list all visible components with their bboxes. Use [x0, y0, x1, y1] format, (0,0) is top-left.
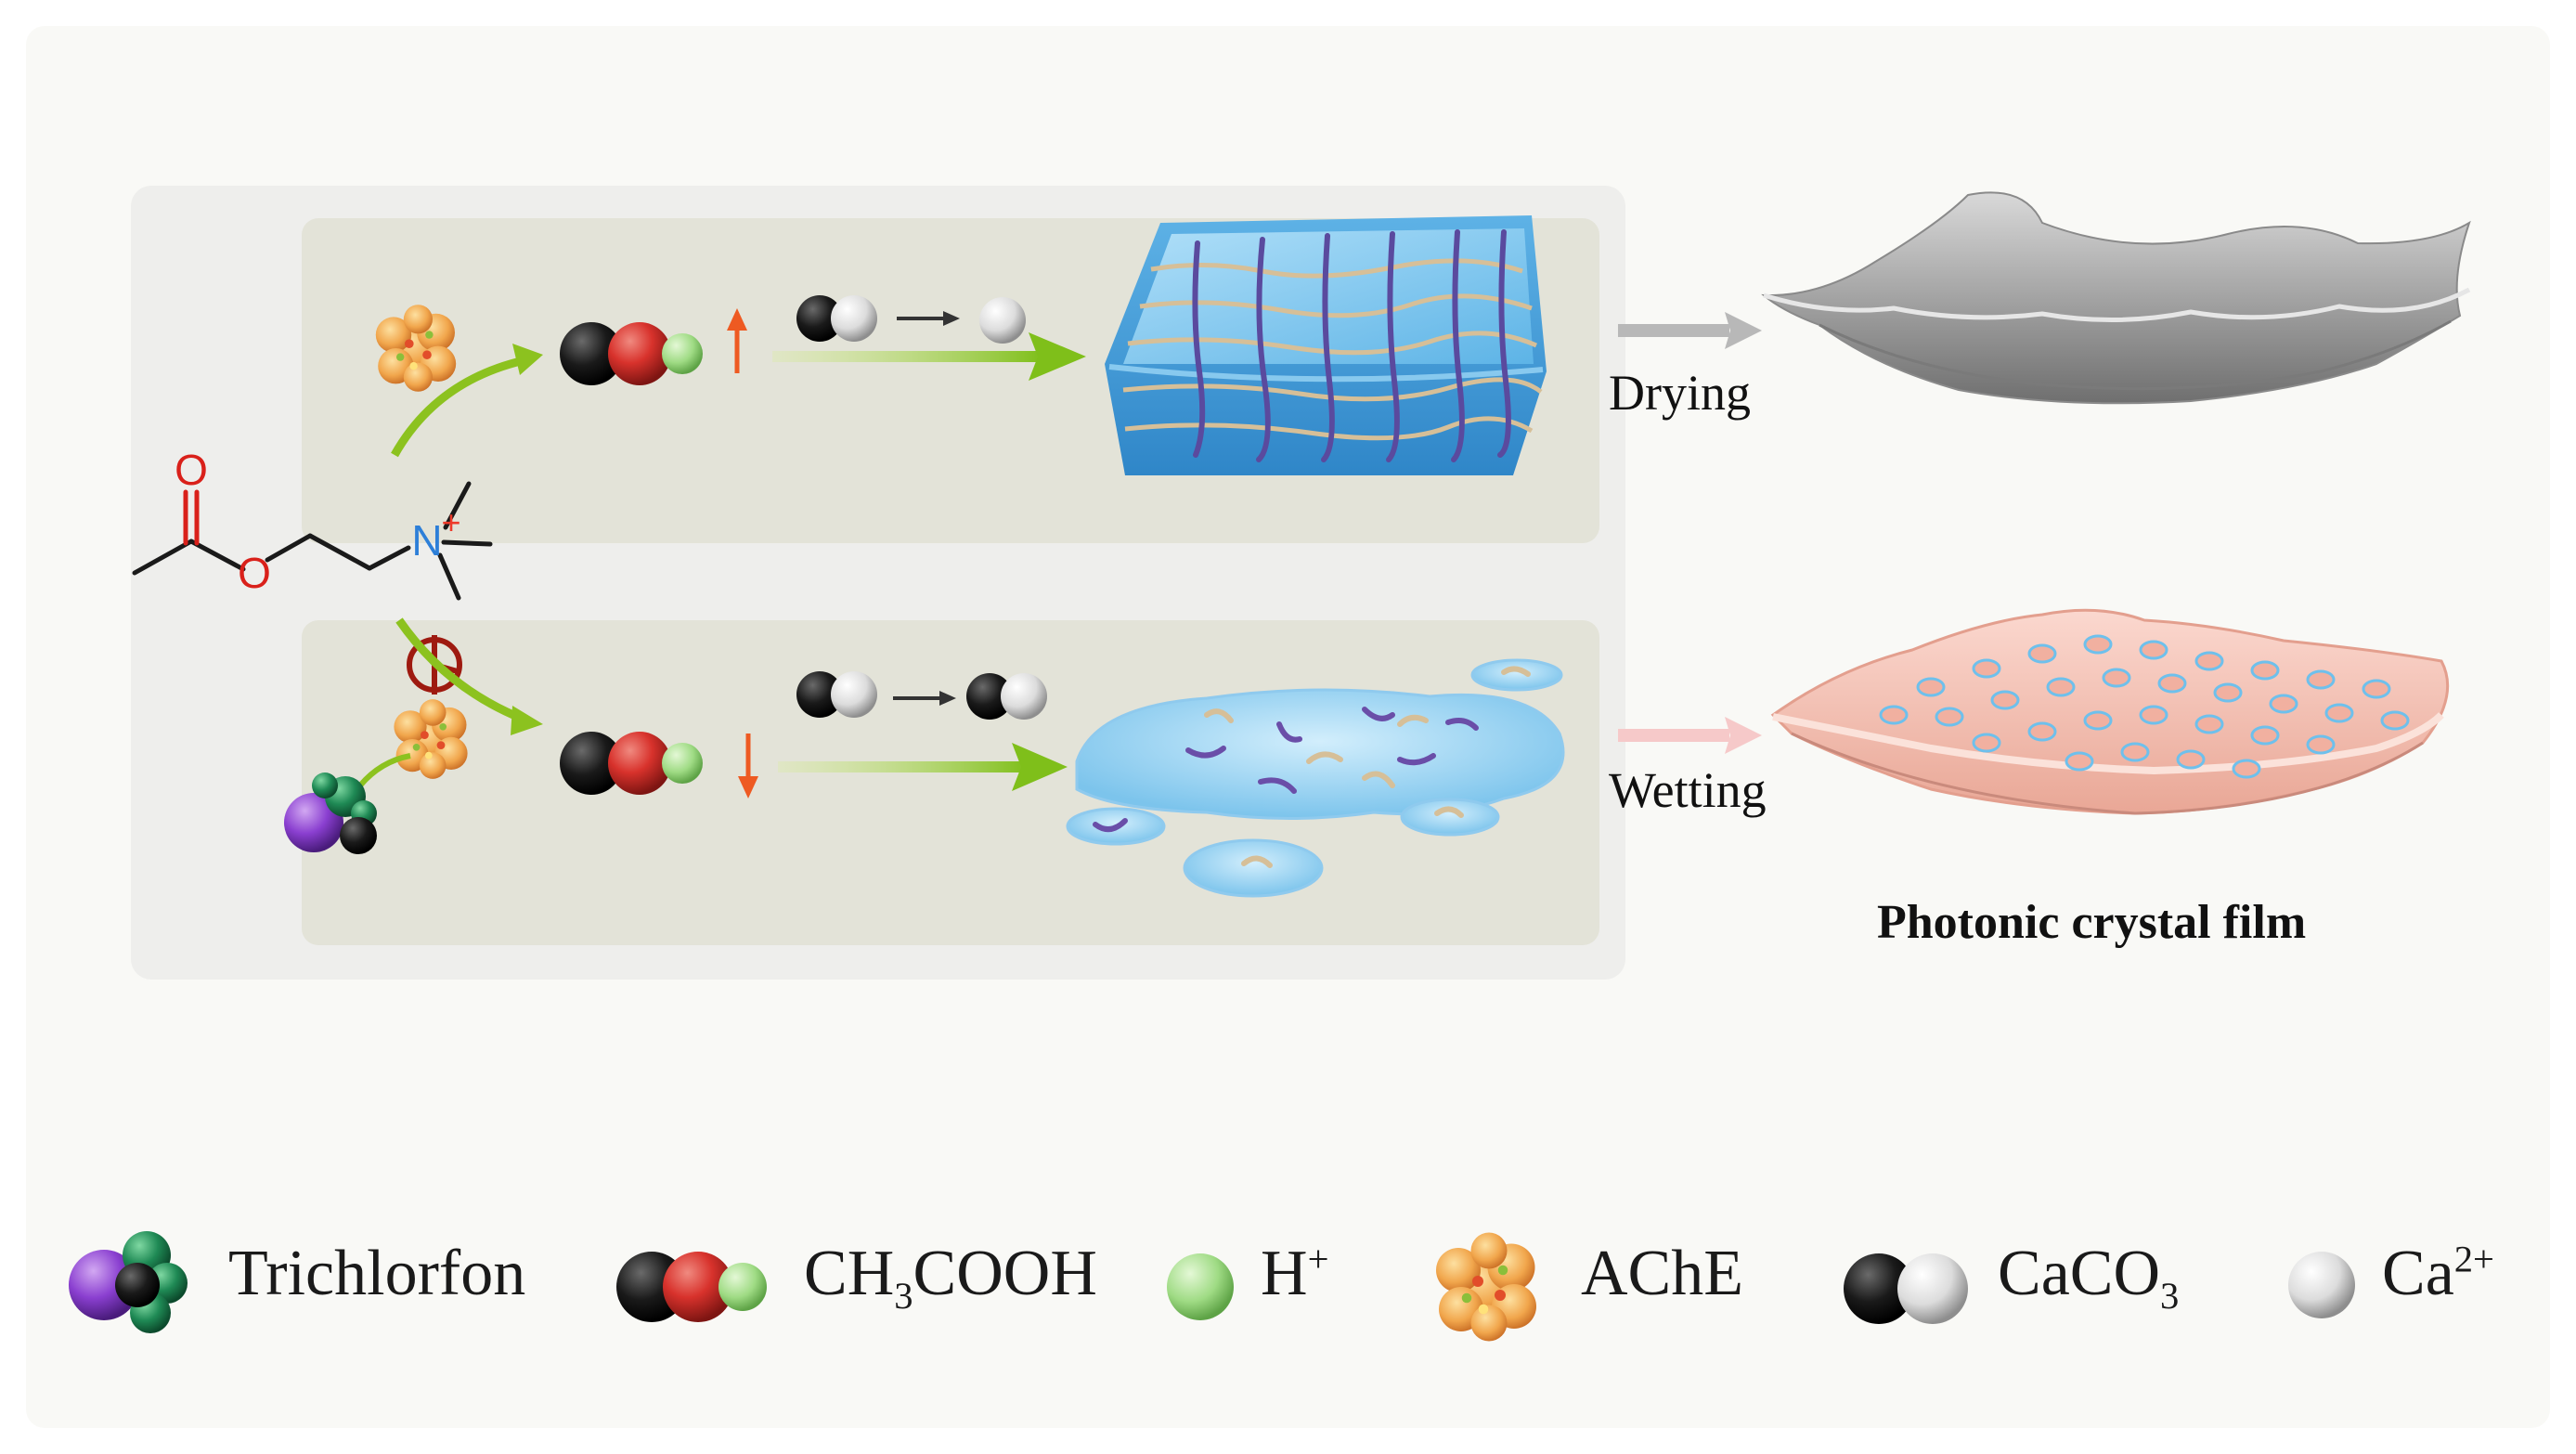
legend-proton-label: H+ [1261, 1238, 1329, 1309]
legend-ache-label: AChE [1581, 1238, 1743, 1309]
acetic-acid-molecule-bottom [560, 732, 703, 795]
ester-oxygen-atom: O [238, 549, 271, 597]
drying-arrow [1618, 312, 1762, 349]
green-arrow-bottom [778, 743, 1068, 791]
drying-label: Drying [1609, 365, 1751, 421]
photonic-crystal-film-caption: Photonic crystal film [1877, 896, 2307, 949]
legend-caco3-label: CaCO3 [1998, 1238, 2180, 1317]
carbonyl-oxygen-atom: O [175, 446, 208, 494]
acetic-acid-molecule-top [560, 322, 703, 385]
dried-grey-film [1761, 191, 2471, 405]
hydrolysis-curved-arrow-top [391, 356, 526, 458]
positive-charge: + [441, 503, 460, 541]
ache-enzyme-top [375, 305, 457, 392]
pink-photonic-film [1770, 608, 2450, 815]
nitrogen-atom: N [411, 516, 442, 565]
hydrolysis-arrowhead-top [512, 344, 543, 375]
ache-enzyme-bottom [394, 699, 468, 779]
hydrogel-block [1105, 215, 1547, 475]
legend-proton-icon [1167, 1253, 1234, 1320]
legend-trichlorfon-icon [69, 1231, 188, 1333]
wetting-label: Wetting [1609, 762, 1767, 818]
dissolution-arrow-top [897, 311, 960, 326]
caco3-molecule-top [796, 295, 877, 342]
hydrolysis-arrowhead-bottom [511, 706, 543, 735]
legend-trichlorfon-label: Trichlorfon [228, 1238, 526, 1309]
legend-calcium-ion-label: Ca2+ [2382, 1238, 2494, 1309]
green-arrow-top [772, 332, 1086, 381]
acid-increase-arrow [727, 308, 747, 373]
acid-decrease-arrow [738, 733, 758, 798]
legend-caco3-icon [1844, 1253, 1968, 1324]
sol-puddles [1066, 658, 1565, 898]
wetting-arrow [1618, 717, 1762, 754]
legend-acetic-acid-icon [616, 1252, 767, 1322]
hydrolysis-curved-arrow-bottom [395, 617, 522, 722]
legend-ache-icon [1436, 1232, 1536, 1342]
calcium-ion-top [979, 297, 1026, 344]
trichlorfon-molecule-bottom [284, 772, 377, 854]
caco3-molecule-bottom-left [796, 671, 877, 718]
no-dissolution-arrow [893, 691, 956, 706]
acetylcholine-structure [132, 481, 493, 601]
legend-calcium-ion-icon [2288, 1252, 2355, 1318]
caco3-molecule-bottom-right [966, 673, 1047, 720]
legend-acetic-acid-label: CH3COOH [804, 1238, 1097, 1317]
inhibitor-binding-arrow [357, 753, 411, 787]
